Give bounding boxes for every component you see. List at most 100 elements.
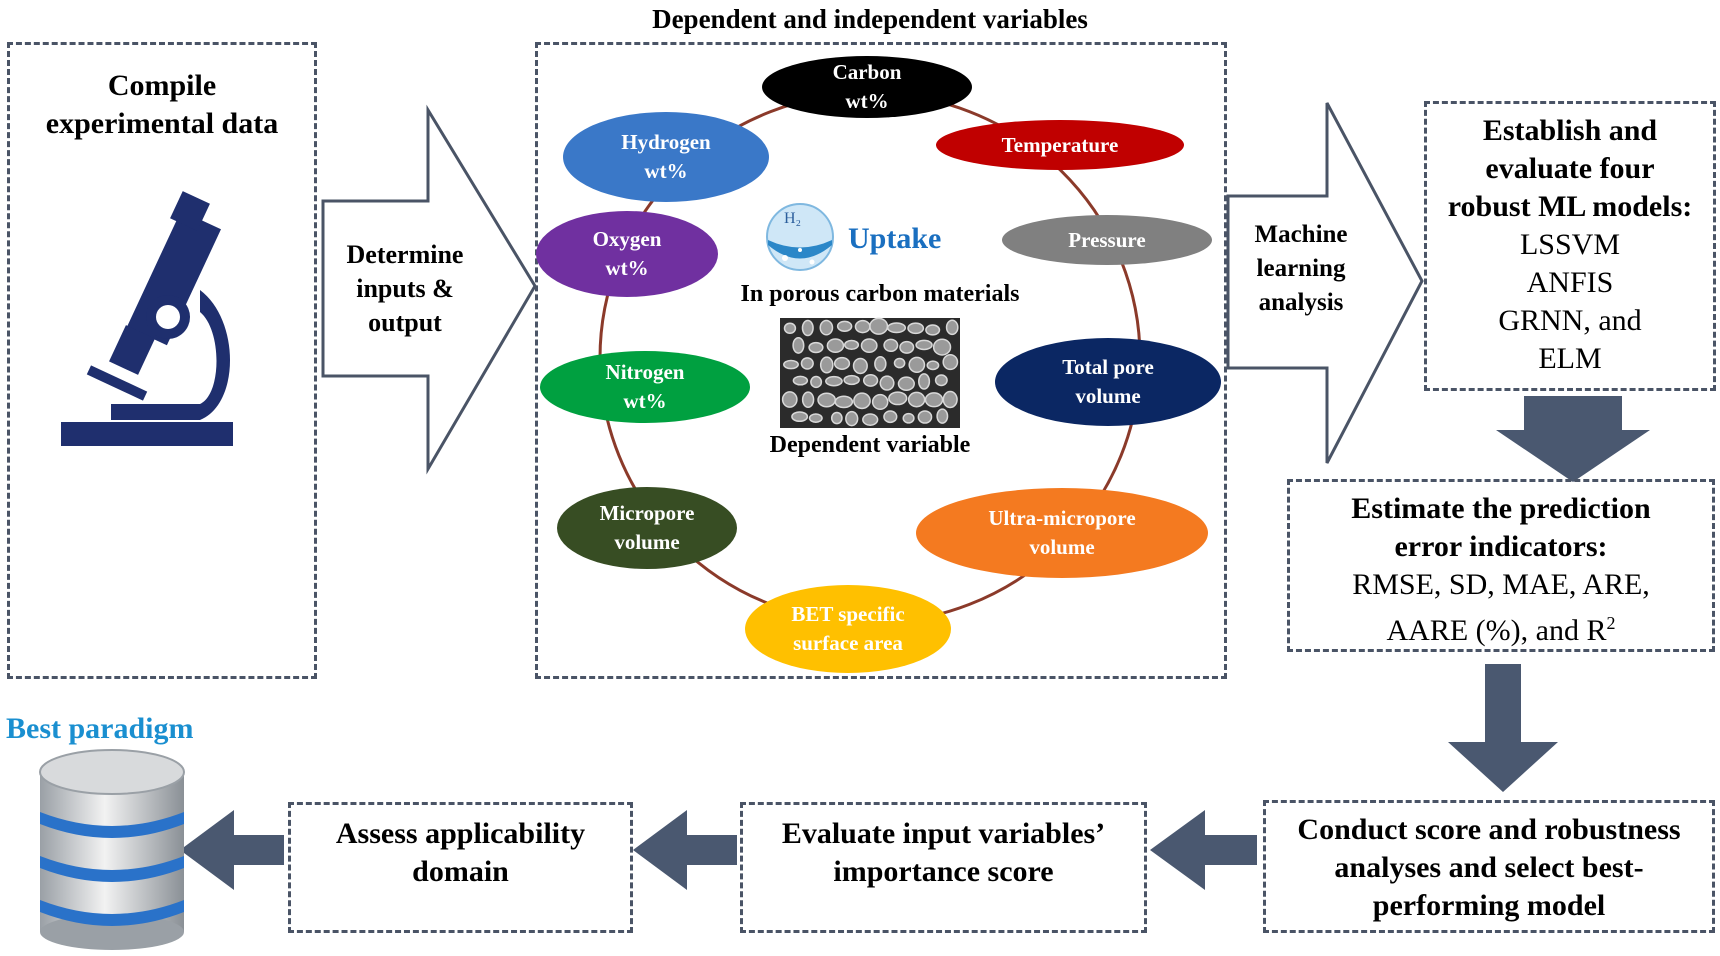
oval-micropore-line2: volume bbox=[614, 530, 680, 554]
pore bbox=[808, 341, 824, 354]
estimate-line4: AARE (%), and R bbox=[1386, 614, 1607, 647]
pore bbox=[945, 319, 959, 336]
model-elm: ELM bbox=[1538, 342, 1602, 375]
pore bbox=[792, 336, 805, 354]
pore bbox=[883, 410, 898, 424]
pore bbox=[908, 356, 926, 374]
pore bbox=[925, 324, 941, 336]
pore bbox=[860, 338, 878, 353]
pore bbox=[871, 393, 889, 411]
pore bbox=[902, 412, 915, 424]
left-arrow-2 bbox=[633, 810, 737, 890]
determine-line1: Determine bbox=[346, 240, 464, 269]
oval-bet-line1: BET specific bbox=[791, 602, 905, 626]
microscope-icon bbox=[61, 191, 233, 446]
pore bbox=[888, 391, 908, 406]
oval-carbon-line1: Carbon bbox=[832, 60, 902, 84]
dependent-variable-label: Dependent variable bbox=[769, 432, 971, 458]
pore bbox=[833, 356, 851, 370]
pore bbox=[843, 374, 860, 386]
oval-bet: BET specific surface area bbox=[745, 585, 951, 673]
oval-pressure-line1: Pressure bbox=[1068, 227, 1146, 252]
pore bbox=[826, 338, 845, 353]
pore bbox=[897, 376, 915, 392]
assess-line1: Assess applicability bbox=[335, 817, 586, 850]
pore bbox=[932, 338, 952, 356]
estimate-box: Estimate the prediction error indicators… bbox=[1287, 479, 1715, 652]
oval-bet-line2: surface area bbox=[793, 631, 903, 655]
ml-label: Machine learning analysis bbox=[1236, 218, 1366, 320]
model-grnn: GRNN, and bbox=[1498, 304, 1642, 337]
evaluate-line2: importance score bbox=[833, 855, 1054, 888]
compile-title: Compile experimental data bbox=[10, 67, 314, 143]
pore bbox=[862, 413, 879, 426]
porous-carbon-micrograph bbox=[780, 317, 960, 428]
conduct-line1: Conduct score and robustness bbox=[1297, 813, 1681, 846]
compile-title-line2: experimental data bbox=[45, 107, 279, 140]
pore bbox=[883, 338, 899, 353]
ml-line3: analysis bbox=[1258, 289, 1344, 316]
pore bbox=[825, 375, 843, 387]
model-lssvm: LSSVM bbox=[1519, 228, 1621, 261]
pore bbox=[836, 320, 853, 332]
down-arrow-2 bbox=[1448, 664, 1558, 792]
variables-title: Dependent and independent variables bbox=[652, 4, 1088, 34]
variables-box bbox=[535, 42, 1227, 679]
pore bbox=[852, 357, 868, 375]
database-icon bbox=[39, 749, 185, 950]
h2-symbol: H₂ bbox=[784, 210, 802, 227]
best-paradigm-label: Best paradigm bbox=[6, 712, 194, 745]
pore bbox=[934, 374, 948, 387]
conduct-content: Conduct score and robustness analyses an… bbox=[1266, 811, 1712, 925]
pore bbox=[810, 375, 823, 389]
pore bbox=[843, 339, 860, 351]
estimate-line1: Estimate the prediction bbox=[1351, 492, 1651, 525]
pore bbox=[879, 375, 895, 391]
model-anfis: ANFIS bbox=[1526, 266, 1614, 299]
pore bbox=[819, 356, 834, 374]
compile-title-line1: Compile bbox=[107, 69, 217, 102]
pore bbox=[808, 413, 823, 423]
pore bbox=[834, 395, 854, 409]
uptake-label: Uptake bbox=[848, 222, 942, 255]
conduct-line3: performing model bbox=[1372, 889, 1606, 922]
conduct-line2: analyses and select best- bbox=[1334, 851, 1644, 884]
oval-carbon-line2: wt% bbox=[845, 89, 889, 113]
oval-oxygen-line1: Oxygen bbox=[592, 227, 662, 251]
h2-molecule-icon bbox=[766, 203, 834, 271]
left-arrow-3 bbox=[180, 810, 284, 890]
assess-box: Assess applicability domain bbox=[288, 802, 633, 933]
assess-content: Assess applicability domain bbox=[291, 815, 630, 891]
pore bbox=[792, 375, 809, 386]
determine-line2: inputs & bbox=[356, 274, 454, 303]
pore bbox=[942, 354, 959, 371]
pore bbox=[926, 360, 940, 371]
ml-arrow-shape bbox=[1226, 102, 1424, 464]
estimate-line3: RMSE, SD, MAE, ARE, bbox=[1352, 568, 1650, 601]
pore bbox=[819, 319, 834, 336]
oval-temperature: Temperature bbox=[936, 120, 1184, 170]
oval-pressure: Pressure bbox=[1002, 215, 1212, 265]
pore bbox=[783, 322, 797, 334]
establish-line1: Establish and bbox=[1482, 114, 1658, 147]
establish-box: Establish and evaluate four robust ML mo… bbox=[1424, 101, 1716, 391]
pore bbox=[907, 391, 926, 408]
oval-ultra-line2: volume bbox=[1029, 535, 1095, 559]
left-arrow-1 bbox=[1150, 810, 1257, 890]
pore bbox=[893, 357, 906, 369]
estimate-line2: error indicators: bbox=[1394, 530, 1608, 563]
pore bbox=[915, 339, 933, 351]
pore bbox=[830, 411, 843, 425]
pore bbox=[862, 374, 879, 387]
evaluate-box: Evaluate input variables’ importance sco… bbox=[740, 802, 1147, 933]
pore bbox=[874, 355, 887, 372]
oval-nitrogen-line1: Nitrogen bbox=[605, 360, 685, 384]
estimate-sup: 2 bbox=[1606, 613, 1616, 633]
down-arrow-1 bbox=[1496, 396, 1650, 482]
oval-total-pore-line1: Total pore bbox=[1062, 355, 1154, 379]
oval-hydrogen-line2: wt% bbox=[644, 159, 688, 183]
